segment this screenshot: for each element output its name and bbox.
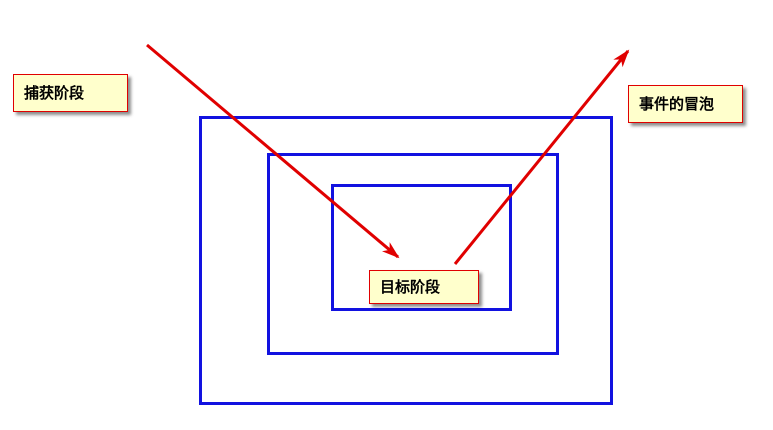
target-phase-text: 目标阶段 [380, 277, 441, 296]
bubble-arrow [453, 49, 630, 265]
bubble-phase-label: 事件的冒泡 [628, 85, 743, 123]
capture-arrow [146, 43, 400, 259]
capture-phase-text: 捕获阶段 [24, 83, 85, 102]
capture-phase-label: 捕获阶段 [13, 74, 128, 112]
bubble-phase-text: 事件的冒泡 [639, 94, 715, 113]
target-phase-label: 目标阶段 [369, 270, 479, 304]
outer-element-box [199, 116, 613, 405]
inner-element-box [331, 184, 512, 311]
middle-element-box [267, 153, 559, 355]
